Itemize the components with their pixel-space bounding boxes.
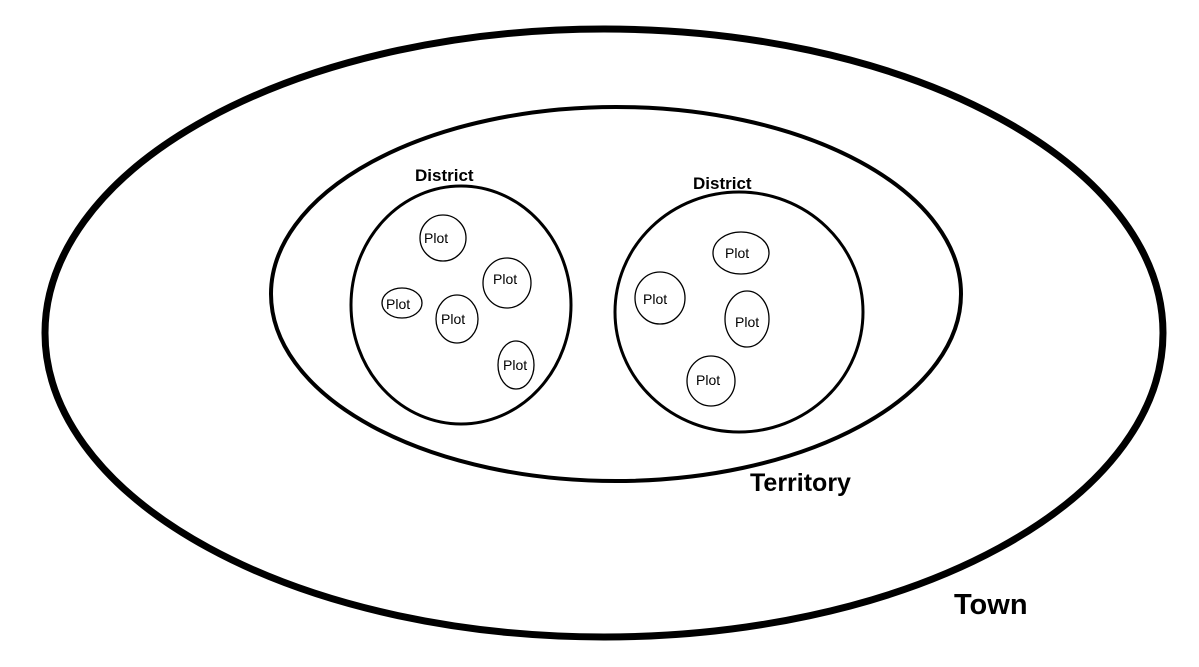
plot-ellipse	[724, 290, 770, 348]
plot-label: Plot	[643, 291, 667, 307]
district-1-plot-5: Plot	[497, 340, 535, 390]
plot-ellipse	[634, 271, 686, 325]
plot-label: Plot	[424, 230, 448, 246]
plot-ellipse	[419, 214, 467, 262]
plot-label: Plot	[441, 311, 465, 327]
district-2-plot-1: Plot	[712, 231, 770, 275]
territory-label: Territory	[750, 469, 851, 497]
district-2-label: District	[693, 174, 752, 193]
district-2-plot-4: Plot	[686, 355, 736, 407]
district-1-plot-2: Plot	[482, 257, 532, 309]
plot-ellipse	[381, 287, 423, 319]
territory-ellipse	[269, 105, 963, 483]
district-1-plot-3: Plot	[381, 287, 423, 319]
district-2-ellipse	[613, 190, 865, 434]
district-2: District Plot Plot Plot Plot	[613, 174, 865, 434]
plot-ellipse	[482, 257, 532, 309]
district-2-plot-3: Plot	[724, 290, 770, 348]
district-1-label: District	[415, 166, 474, 185]
town-ellipse	[41, 25, 1167, 641]
plot-ellipse	[435, 294, 479, 344]
district-1-ellipse	[349, 184, 573, 426]
plot-ellipse	[497, 340, 535, 390]
plot-label: Plot	[725, 245, 749, 261]
town-label: Town	[954, 589, 1028, 621]
plot-ellipse	[712, 231, 770, 275]
plot-label: Plot	[696, 372, 720, 388]
plot-ellipse	[686, 355, 736, 407]
plot-label: Plot	[503, 357, 527, 373]
district-2-plot-2: Plot	[634, 271, 686, 325]
district-1: District Plot Plot Plot Plot Plot	[349, 166, 573, 426]
district-1-plot-1: Plot	[419, 214, 467, 262]
plot-label: Plot	[386, 296, 410, 312]
plot-label: Plot	[493, 271, 517, 287]
district-1-plot-4: Plot	[435, 294, 479, 344]
plot-label: Plot	[735, 314, 759, 330]
